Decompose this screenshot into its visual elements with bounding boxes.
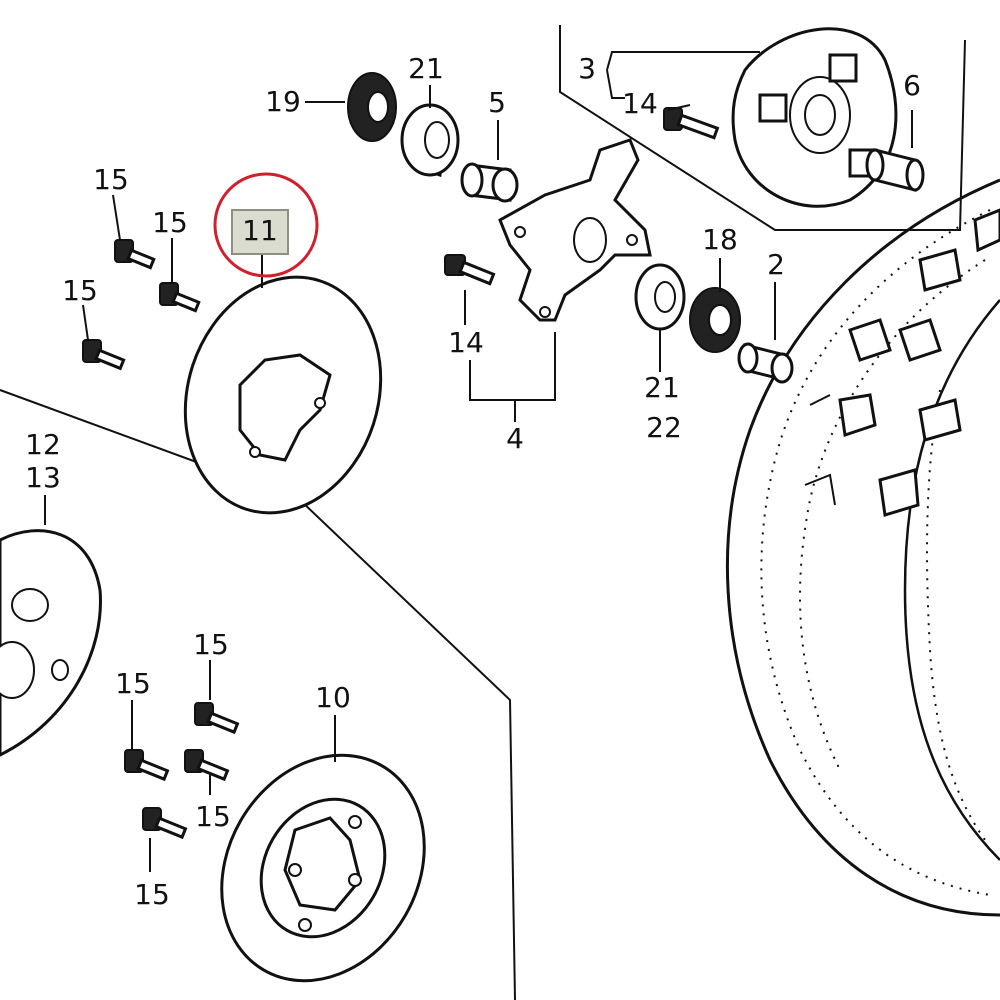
callout-15[interactable]: 15 (134, 878, 170, 911)
callout-14[interactable]: 14 (448, 326, 484, 359)
tread-block (848, 318, 892, 362)
tread-block (973, 208, 1000, 253)
callout-3[interactable]: 3 (578, 52, 596, 85)
seal (347, 72, 397, 142)
callout-4[interactable]: 4 (506, 422, 524, 455)
seal (689, 287, 741, 353)
callout-21[interactable]: 21 (408, 52, 444, 85)
hub (498, 138, 652, 322)
rear-group-outline (0, 389, 516, 1000)
highlight-circle[interactable] (213, 172, 319, 278)
callout-15[interactable]: 15 (62, 274, 98, 307)
tire (725, 178, 1000, 917)
disc-bolt (184, 749, 230, 782)
callout-15[interactable]: 15 (93, 163, 129, 196)
tread-block (878, 468, 920, 517)
bearing (400, 103, 460, 178)
tread-block (838, 393, 877, 437)
callout-15[interactable]: 15 (195, 800, 231, 833)
tread-block (918, 248, 962, 292)
callout-21[interactable]: 21 (644, 371, 680, 404)
callout-18[interactable]: 18 (702, 223, 738, 256)
collar (865, 148, 925, 192)
tread-block (918, 398, 962, 442)
callout-14[interactable]: 14 (622, 87, 658, 120)
disc-bolt (114, 239, 156, 270)
disc-bolt (142, 807, 188, 840)
callout-13[interactable]: 13 (25, 461, 61, 494)
leader-lines (44, 51, 913, 872)
disc-bolt (159, 282, 201, 313)
callout-5[interactable]: 5 (488, 86, 506, 119)
disc-bolt (124, 749, 170, 782)
callout-15[interactable]: 15 (152, 206, 188, 239)
callout-19[interactable]: 19 (265, 85, 301, 118)
callout-15[interactable]: 15 (115, 667, 151, 700)
hub-group-outline (559, 25, 966, 231)
disc-bolt (82, 339, 126, 371)
callout-6[interactable]: 6 (903, 69, 921, 102)
highlighted-part-number[interactable]: 11 (242, 214, 278, 247)
tread-block (898, 318, 942, 362)
disc-bolt (194, 702, 240, 735)
flange-bolt (663, 107, 720, 140)
flange-bolt (444, 254, 496, 286)
callout-10[interactable]: 10 (315, 681, 351, 714)
collar (460, 162, 519, 203)
brake-disc-rear (220, 753, 426, 983)
highlight-box (231, 209, 289, 255)
brake-disc-front (183, 275, 383, 515)
callout-12[interactable]: 12 (25, 428, 61, 461)
caliper-bracket (0, 529, 102, 757)
collar (737, 342, 794, 384)
callout-2[interactable]: 2 (767, 248, 785, 281)
bearing (634, 263, 686, 331)
callout-22[interactable]: 22 (646, 411, 682, 444)
callout-15[interactable]: 15 (193, 628, 229, 661)
